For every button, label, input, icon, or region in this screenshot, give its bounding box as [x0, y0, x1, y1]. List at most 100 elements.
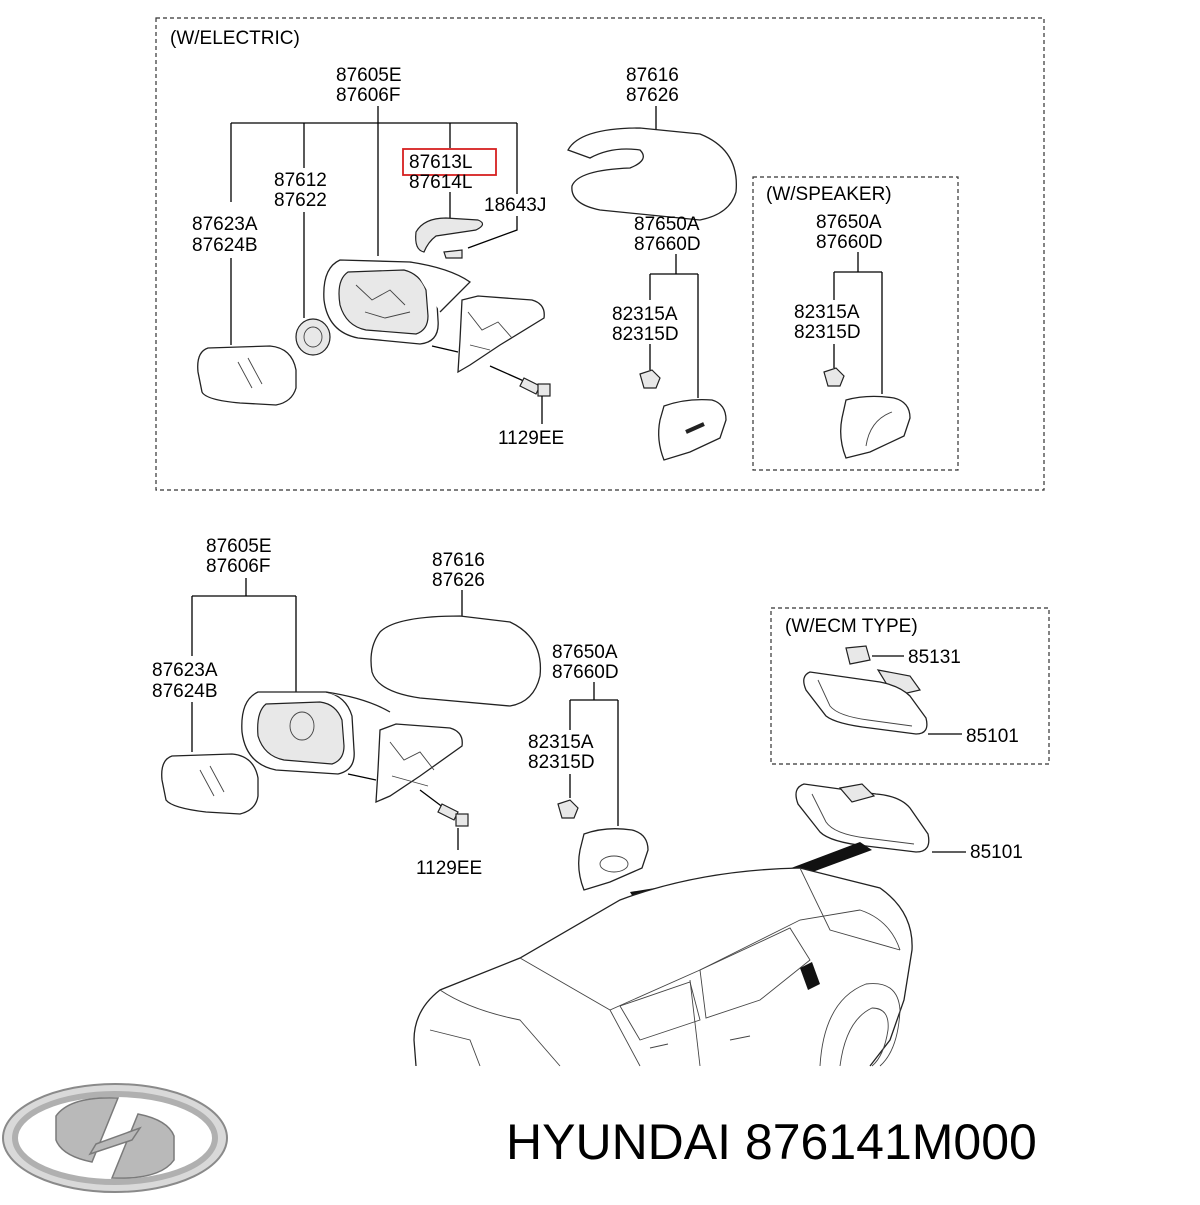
rearview-mirror-inner [811, 793, 915, 845]
leader-87605e-bottom [191, 578, 297, 752]
label-87660d-top: 87660D [634, 234, 701, 255]
label-82315a-top: 82315A [612, 304, 678, 325]
mirror-base-detail-top [467, 311, 513, 351]
hyundai-logo [2, 1083, 228, 1193]
label-1129ee-bottom: 1129EE [416, 858, 482, 879]
screw-1129ee-bottom [437, 803, 459, 821]
label-85101-ecm: 85101 [966, 726, 1019, 747]
label-87616-bottom: 87616 [432, 550, 485, 571]
label-82315a-bottom: 82315A [528, 732, 594, 753]
ecm-section-title: (W/ECM TYPE) [785, 616, 918, 637]
leader-87605e-top [231, 106, 517, 124]
mirror-actuator-bottom [289, 711, 315, 741]
label-87624b-top: 87624B [192, 235, 258, 256]
clip-82315a-bottom [557, 799, 579, 819]
garnish-cover-speaker [840, 395, 911, 459]
label-18643j-top: 18643J [484, 195, 546, 216]
highlight-box-87613l [402, 148, 497, 176]
label-87605e-bottom: 87605E [206, 536, 272, 557]
label-87616-top: 87616 [626, 65, 679, 86]
label-1129ee-top: 1129EE [498, 428, 564, 449]
label-87606f-top: 87606F [336, 85, 400, 106]
car-front-wheel [839, 1007, 889, 1067]
mirror-base-detail-bottom [389, 741, 435, 787]
car-roof-line [519, 909, 901, 1011]
mirror-glass-reflection-bottom [199, 765, 225, 797]
label-87626-top: 87626 [626, 85, 679, 106]
electric-section-frame [155, 17, 1045, 491]
car-pillar-rear [609, 1009, 641, 1067]
mirror-arm-bottom [347, 773, 377, 781]
label-87626-bottom: 87626 [432, 570, 485, 591]
car-door-line [689, 979, 701, 1067]
speaker-section-title: (W/SPEAKER) [766, 184, 892, 205]
clip-82315a-top [639, 369, 661, 389]
car-illustration [413, 867, 913, 1067]
leader-1129ee-bottom [419, 789, 445, 809]
leader-18643j-top [467, 123, 518, 249]
label-87623a-bottom: 87623A [152, 660, 218, 681]
label-82315d-bottom: 82315D [528, 752, 595, 773]
label-85131-ecm: 85131 [908, 647, 961, 668]
leader-87650a-speaker [833, 252, 883, 394]
label-87660d-speaker: 87660D [816, 232, 883, 253]
garnish-hole-bottom [599, 855, 629, 873]
label-87613l-top: 87613L [409, 152, 472, 173]
label-82315a-speaker: 82315A [794, 302, 860, 323]
speaker-section-frame [752, 176, 959, 471]
garnish-speaker-detail [865, 411, 893, 447]
car-rear-window [619, 981, 701, 1041]
screw-1129ee-top [519, 377, 541, 395]
mirror-housing-inner-top [338, 269, 429, 335]
label-87623a-top: 87623A [192, 214, 258, 235]
car-front-wheel-arch [819, 983, 901, 1067]
mirror-base-bracket-top [457, 295, 545, 374]
label-87614l-top: 87614L [409, 172, 472, 193]
brand-part-number: HYUNDAI 876141M000 [506, 1114, 1037, 1170]
leader-87650a-top [649, 254, 699, 398]
garnish-slot-top [685, 422, 705, 434]
label-82315d-speaker: 82315D [794, 322, 861, 343]
car-trunk-line [439, 989, 561, 1067]
actuator-motor-top [295, 318, 331, 356]
screw-head-1129ee-bottom [455, 813, 469, 827]
mirror-housing-rim-top [409, 261, 472, 313]
ecm-rearview-mirror [803, 671, 928, 735]
mirror-arm-top [431, 345, 459, 353]
label-87650a-top: 87650A [634, 214, 700, 235]
label-87622-top: 87622 [274, 190, 327, 211]
mirror-cover-top [567, 127, 737, 221]
mirror-housing-rim-bottom [325, 691, 391, 713]
mirror-glass-bottom [161, 753, 259, 815]
mirror-housing-mechanism-top [355, 284, 411, 319]
leader-1129ee-top [489, 365, 527, 383]
screw-head-1129ee-top [537, 383, 551, 397]
label-87612-top: 87612 [274, 170, 327, 191]
mirror-glass-reflection-top [237, 357, 263, 389]
mirror-base-bracket-bottom [375, 723, 463, 804]
electric-section-title: (W/ELECTRIC) [170, 28, 300, 49]
mirror-glass-top [197, 345, 297, 406]
clip-82315a-speaker [823, 367, 845, 387]
actuator-motor-inner-top [303, 326, 323, 348]
car-door-handles [649, 1035, 751, 1049]
leader-87650a-bottom [569, 682, 619, 826]
label-87624b-bottom: 87624B [152, 681, 218, 702]
car-windshield [799, 867, 901, 951]
rearview-mirror [795, 783, 930, 853]
label-87606f-bottom: 87606F [206, 556, 270, 577]
car-front-window [699, 927, 811, 1019]
ecm-mirror-inner [817, 679, 913, 727]
mirror-housing-inner-bottom [257, 701, 345, 765]
label-87650a-speaker: 87650A [816, 212, 882, 233]
label-87650a-bottom: 87650A [552, 642, 618, 663]
ecm-connector-85131 [845, 645, 871, 665]
label-85101-mirror: 85101 [970, 842, 1023, 863]
label-87605e-top: 87605E [336, 65, 402, 86]
repeater-bulb-socket-top [443, 249, 463, 259]
car-rear-bumper [429, 1029, 481, 1067]
label-87660d-bottom: 87660D [552, 662, 619, 683]
side-repeater-lamp-top [415, 217, 484, 253]
